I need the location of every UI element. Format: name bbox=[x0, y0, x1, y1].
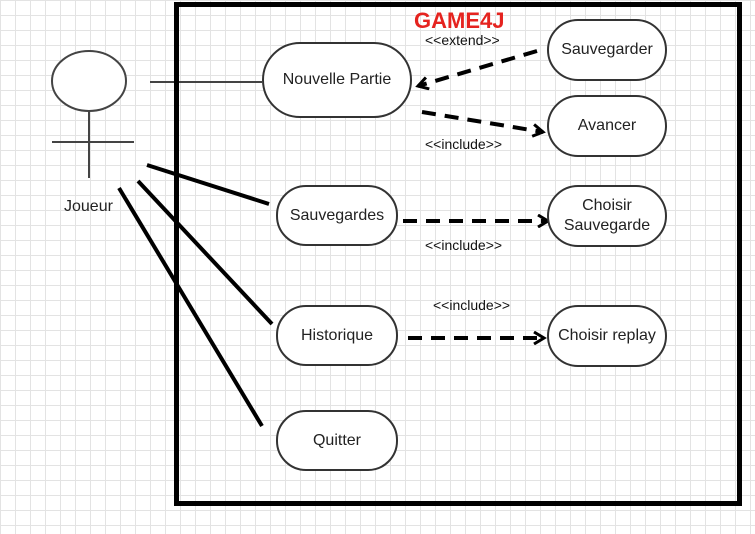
include-label-choisir-replay: <<include>> bbox=[433, 297, 511, 313]
association-sauvegardes bbox=[146, 163, 270, 206]
system-title: GAME4J bbox=[414, 8, 505, 33]
use-case-quitter[interactable]: Quitter bbox=[276, 410, 398, 471]
system-boundary bbox=[174, 2, 742, 506]
actor-head bbox=[51, 50, 127, 112]
include-label-choisir-sauvegarde: <<include>> bbox=[425, 237, 503, 253]
actor-label: Joueur bbox=[64, 198, 113, 215]
association-historique bbox=[136, 179, 274, 326]
use-case-avancer[interactable]: Avancer bbox=[547, 95, 667, 157]
extend-arrow bbox=[418, 49, 538, 86]
use-case-choisir-sauvegarde[interactable]: Choisir Sauvegarde bbox=[547, 185, 667, 247]
use-case-sauvegardes[interactable]: Sauvegardes bbox=[276, 185, 398, 246]
use-case-sauvegarder[interactable]: Sauvegarder bbox=[547, 19, 667, 81]
actor-figure bbox=[51, 50, 134, 178]
use-case-choisir-replay[interactable]: Choisir replay bbox=[547, 305, 667, 367]
use-case-historique[interactable]: Historique bbox=[276, 305, 398, 366]
include-label-avancer: <<include>> bbox=[425, 136, 503, 152]
association-quitter bbox=[117, 186, 264, 428]
use-case-nouvelle-partie[interactable]: Nouvelle Partie bbox=[262, 42, 412, 118]
include-arrow-avancer bbox=[421, 110, 543, 132]
extend-label: <<extend>> bbox=[425, 32, 500, 48]
